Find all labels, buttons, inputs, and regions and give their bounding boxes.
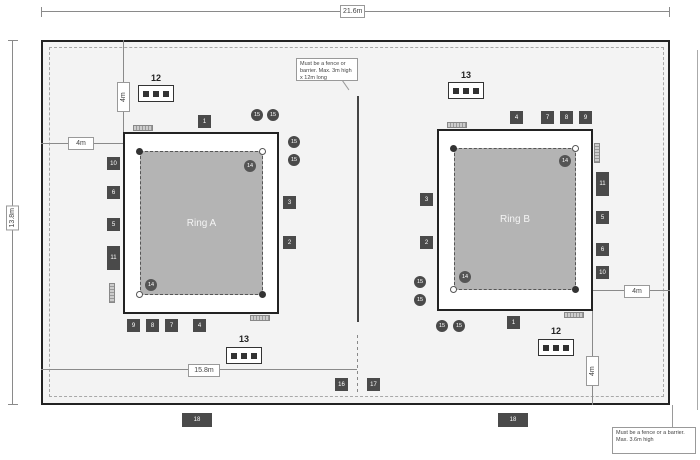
ring-b-marker-4: 4 [510,111,523,124]
ring-b-table-top [448,82,484,99]
right-barrier-line [697,50,698,410]
ring-b-table-bottom-number: 12 [550,326,561,336]
ring-b-top-steps [447,122,467,128]
ring-b-marker-15: 15 [436,320,448,332]
ring-a-table-bottom [226,347,262,364]
ring-b-marker-15: 15 [453,320,465,332]
ring-b-right-steps [594,143,600,163]
seat-icon [563,344,569,351]
ring-b-table-bottom [538,339,574,356]
ring-a-table-top [138,85,174,102]
ring-a-marker-15: 15 [288,154,300,166]
ring-a-marker-11: 11 [107,246,120,270]
seat-icon [143,90,149,97]
seat-icon [543,344,549,351]
ring-a-table-bottom-number: 13 [238,334,249,344]
seat-icon [453,87,459,94]
corner-note-leader [672,405,673,427]
marker-17: 17 [367,378,380,391]
ring-b-marker-5: 5 [596,211,609,224]
ring-b-table-top-number: 13 [460,70,471,80]
ring-b-marker-8: 8 [560,111,573,124]
ring-b-marker-10: 10 [596,266,609,279]
ring-a-label: Ring A [186,217,217,229]
outside-marker-18: 18 [498,413,528,427]
center-barrier-line [357,96,359,322]
venue-inner-boundary [49,47,664,397]
marker-16: 16 [335,378,348,391]
ring-a-side-gap-label: 4m [68,137,94,150]
overall-height-tick-bottom [8,404,18,405]
ring-a-marker-9: 9 [127,319,140,332]
seat-icon [163,90,169,97]
ring-a-marker-3: 3 [283,196,296,209]
ring-b-marker-2: 2 [420,236,433,249]
bottom-span-label: 15.8m [188,364,220,377]
ring-b-marker-15: 15 [414,294,426,306]
ring-b-side-gap-label: 4m [624,285,650,298]
ring-a-marker-15: 15 [267,109,279,121]
overall-width-tick-right [669,7,670,17]
ring-b-marker-9: 9 [579,111,592,124]
ring-b-marker-3: 3 [420,193,433,206]
overall-width-tick-left [41,7,42,17]
ring-a-marker-4: 4 [193,319,206,332]
ring-b-marker-11: 11 [596,172,609,196]
ring-b-canvas: Ring B [454,148,576,290]
ring-a-top-steps [133,125,153,131]
center-barrier-dashed-extension [357,335,358,395]
ring-a-marker-7: 7 [165,319,178,332]
overall-height-label: 13.8m [6,205,19,231]
ring-a-marker-6: 6 [107,186,120,199]
ring-b-marker-7: 7 [541,111,554,124]
ring-a-corner-post [259,148,266,155]
ring-a-left-steps [109,283,115,303]
overall-height-tick-top [8,40,18,41]
ring-b-corner-post [450,145,457,152]
ring-b-marker-1: 1 [507,316,520,329]
ring-b-marker-14: 14 [559,155,571,167]
ring-a-marker-5: 5 [107,218,120,231]
ring-a-marker-1: 1 [198,115,211,128]
ring-a-marker-8: 8 [146,319,159,332]
ring-b-label: Ring B [499,213,530,225]
ring-a-bottom-steps [250,315,270,321]
ring-a-marker-2: 2 [283,236,296,249]
divider-fence-note: Must be a fence or barrier. Max. 3m high… [296,58,358,81]
seat-icon [251,352,257,359]
ring-b-corner-post [572,145,579,152]
seat-icon [153,90,159,97]
seat-icon [231,352,237,359]
ring-a-marker-14: 14 [145,279,157,291]
seat-icon [473,87,479,94]
ring-a-marker-15: 15 [251,109,263,121]
ring-b-marker-15: 15 [414,276,426,288]
ring-a-corner-post [259,291,266,298]
ring-a-marker-14: 14 [244,160,256,172]
seat-icon [463,87,469,94]
ring-a-corner-post [136,148,143,155]
overall-width-label: 21.6m [340,5,366,18]
ring-b-corner-post [450,286,457,293]
seat-icon [241,352,247,359]
ring-b-marker-14: 14 [459,271,471,283]
ring-a-top-gap-label: 4m [117,82,130,112]
seat-icon [553,344,559,351]
ring-a-canvas: Ring A [140,151,263,295]
ring-a-table-top-number: 12 [150,73,161,83]
outside-marker-18: 18 [182,413,212,427]
ring-a-marker-10: 10 [107,157,120,170]
ring-b-marker-6: 6 [596,243,609,256]
ring-b-bottom-steps [564,312,584,318]
corner-fence-note: Must be a fence or a barrier. Max. 3.6m … [612,427,696,454]
ring-b-corner-post [572,286,579,293]
ring-a-corner-post [136,291,143,298]
ring-b-bottom-gap-label: 4m [586,356,599,386]
ring-a-marker-15: 15 [288,136,300,148]
